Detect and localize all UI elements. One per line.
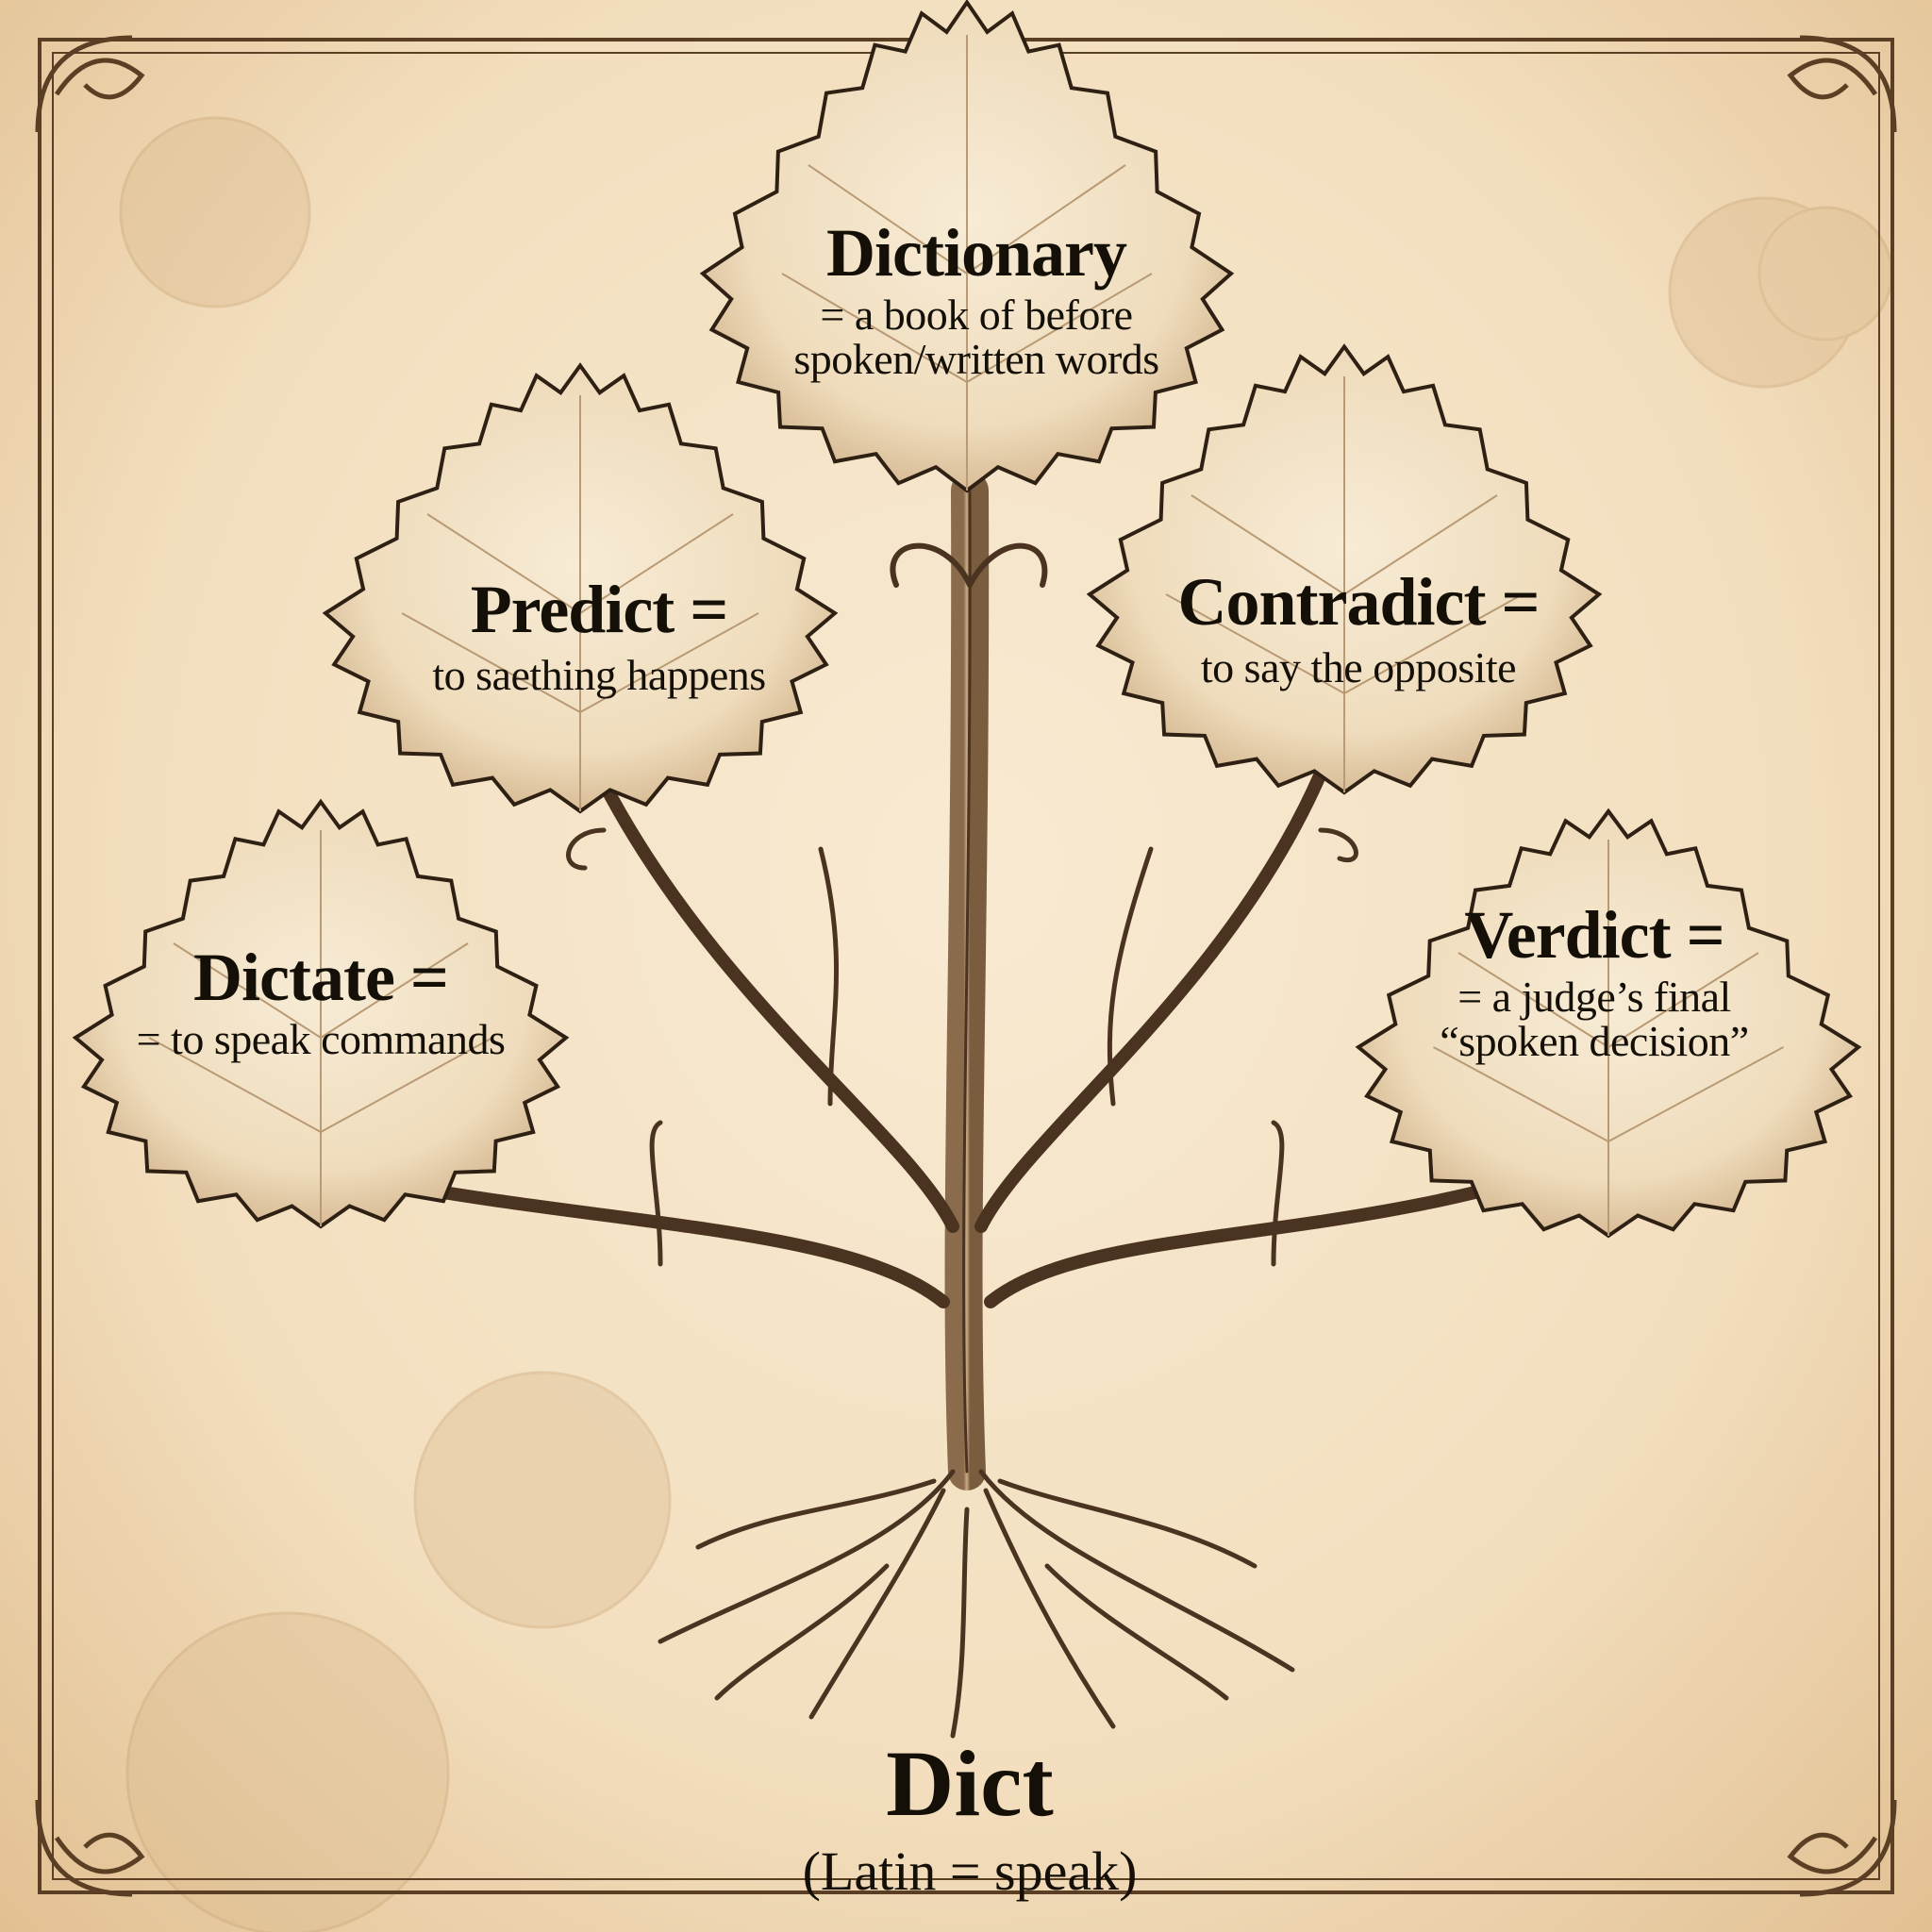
leaf-verdict: Verdict = = a judge’s final “spoken deci… — [1440, 897, 1749, 1066]
leaf-term: Verdict = — [1464, 897, 1724, 973]
leaf-definition: = a book of before — [820, 291, 1133, 340]
leaf-veins — [1433, 840, 1784, 1236]
root-label: Dict (Latin = speak) — [802, 1731, 1138, 1902]
leaf-term: Predict = — [470, 572, 729, 647]
leaf-veins — [148, 830, 493, 1226]
root-term: Dict — [886, 1731, 1054, 1836]
leaf-veins — [401, 395, 759, 811]
leaf-definition: to saething happens — [432, 651, 766, 700]
leaf-definition: = a judge’s final — [1457, 973, 1731, 1022]
leaf-term: Contradict = — [1177, 564, 1541, 640]
leaves — [72, 0, 1862, 1239]
coffee-stains — [119, 116, 1893, 1932]
leaf-definition: “spoken decision” — [1440, 1017, 1749, 1066]
leaf-dictionary: Dictionary = a book of before spoken/wri… — [793, 215, 1159, 384]
leaf-veins — [1165, 376, 1524, 792]
leaf-predict: Predict = to saething happens — [432, 572, 766, 700]
leaf-definition: to say the opposite — [1200, 643, 1517, 692]
leaf-veins — [781, 35, 1153, 491]
leaf-term: Dictate = — [193, 940, 449, 1015]
leaf-contradict: Contradict = to say the opposite — [1177, 564, 1541, 692]
tree-branches — [361, 472, 1563, 1491]
leaf-term: Dictionary — [826, 215, 1127, 291]
root-meaning: (Latin = speak) — [802, 1840, 1138, 1902]
leaf-definition: spoken/written words — [793, 335, 1159, 384]
leaf-definition: = to speak commands — [136, 1015, 506, 1064]
tree-roots — [658, 1469, 1295, 1739]
leaf-dictate: Dictate = = to speak commands — [136, 940, 506, 1064]
